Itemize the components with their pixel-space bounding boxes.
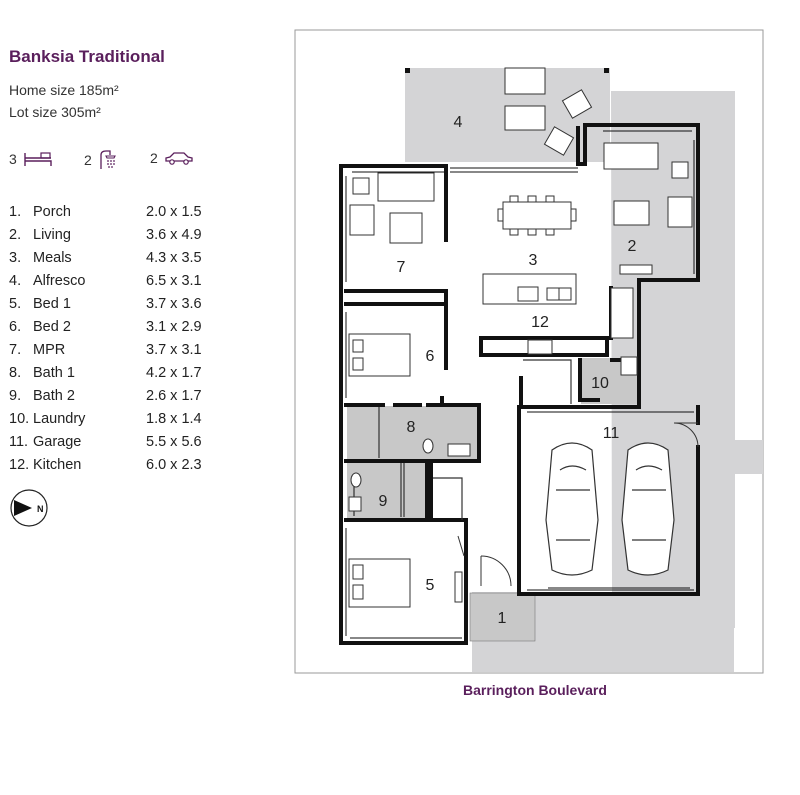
- room-label-10: 10: [591, 375, 609, 392]
- plan-title: Banksia Traditional: [9, 47, 165, 66]
- car-spaces-count: 2: [150, 150, 158, 166]
- room-label-9: 9: [379, 493, 388, 510]
- room-label-6: 6: [426, 348, 435, 365]
- bed-icon: [24, 152, 52, 166]
- room-label-2: 2: [628, 238, 637, 255]
- garage-feature: 2: [150, 150, 194, 166]
- room-label-3: 3: [529, 252, 538, 269]
- shower-icon: [100, 150, 116, 169]
- bedrooms-count: 3: [9, 151, 17, 167]
- room-label-11: 11: [603, 425, 620, 442]
- lot-size: Lot size 305m²: [9, 104, 101, 120]
- north-arrow-icon: N: [10, 489, 48, 527]
- room-label-8: 8: [407, 419, 416, 436]
- room-label-1: 1: [498, 610, 507, 627]
- bathrooms-count: 2: [84, 152, 92, 168]
- bedrooms-feature: 3: [9, 150, 53, 168]
- room-label-5: 5: [426, 577, 435, 594]
- home-size: Home size 185m²: [9, 82, 119, 98]
- room-label-4: 4: [454, 114, 463, 131]
- car-icon: [165, 152, 193, 165]
- room-label-7: 7: [397, 259, 406, 276]
- porch-area: [469, 592, 536, 642]
- north-letter: N: [37, 504, 44, 514]
- bathrooms-feature: 2: [84, 150, 120, 170]
- street-name: Barrington Boulevard: [463, 682, 607, 698]
- room-label-12: 12: [531, 314, 549, 331]
